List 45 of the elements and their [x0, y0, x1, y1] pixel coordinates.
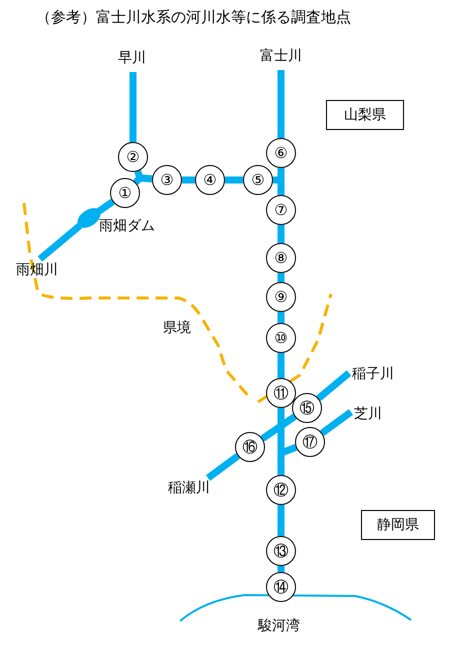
place-name: 芝川 — [354, 406, 382, 423]
river-line — [130, 72, 136, 142]
survey-point-marker: ⑥ — [266, 138, 296, 168]
river-line — [278, 312, 284, 323]
survey-point-marker: ⑬ — [266, 536, 296, 566]
river-line — [38, 223, 82, 262]
survey-point-marker: ⑯ — [235, 432, 265, 462]
river-line — [278, 505, 284, 536]
survey-point-marker: ⑭ — [266, 572, 296, 602]
place-name: 富士川 — [260, 48, 302, 65]
survey-point-marker: ⑧ — [266, 243, 296, 273]
river-line — [278, 225, 284, 243]
river-line — [278, 70, 284, 138]
place-name: 早川 — [118, 50, 146, 67]
river-line — [278, 353, 284, 378]
river-line — [133, 174, 152, 185]
river-line — [182, 176, 195, 184]
prefecture-label: 静岡県 — [361, 510, 435, 540]
boundary-label: 県境 — [163, 320, 191, 337]
survey-point-marker: ⑤ — [243, 165, 273, 195]
river-line — [206, 453, 240, 481]
survey-point-marker: ⑫ — [266, 475, 296, 505]
survey-point-marker: ① — [110, 178, 140, 208]
survey-point-marker: ⑮ — [292, 393, 322, 423]
title: （参考）富士川水系の河川水等に係る調査地点 — [36, 8, 351, 26]
survey-point-marker: ② — [118, 142, 148, 172]
river-line — [278, 566, 284, 572]
survey-point-marker: ④ — [195, 165, 225, 195]
prefecture-label: 山梨県 — [326, 100, 404, 130]
river-line — [316, 370, 352, 402]
river-line — [320, 409, 354, 436]
river-line — [278, 273, 284, 282]
survey-point-marker: ⑦ — [266, 195, 296, 225]
place-name: 稲子川 — [352, 366, 394, 383]
survey-point-marker: ⑩ — [266, 323, 296, 353]
survey-point-marker: ⑪ — [266, 378, 296, 408]
place-name: 稲瀬川 — [168, 480, 210, 497]
river-line — [225, 176, 243, 184]
survey-point-marker: ⑨ — [266, 282, 296, 312]
place-name: 雨畑川 — [16, 262, 58, 279]
dam-name: 雨畑ダム — [99, 218, 155, 235]
place-name: 駿河湾 — [258, 618, 300, 635]
river-line — [96, 198, 115, 214]
survey-point-marker: ③ — [152, 165, 182, 195]
survey-point-marker: ⑰ — [295, 427, 325, 457]
